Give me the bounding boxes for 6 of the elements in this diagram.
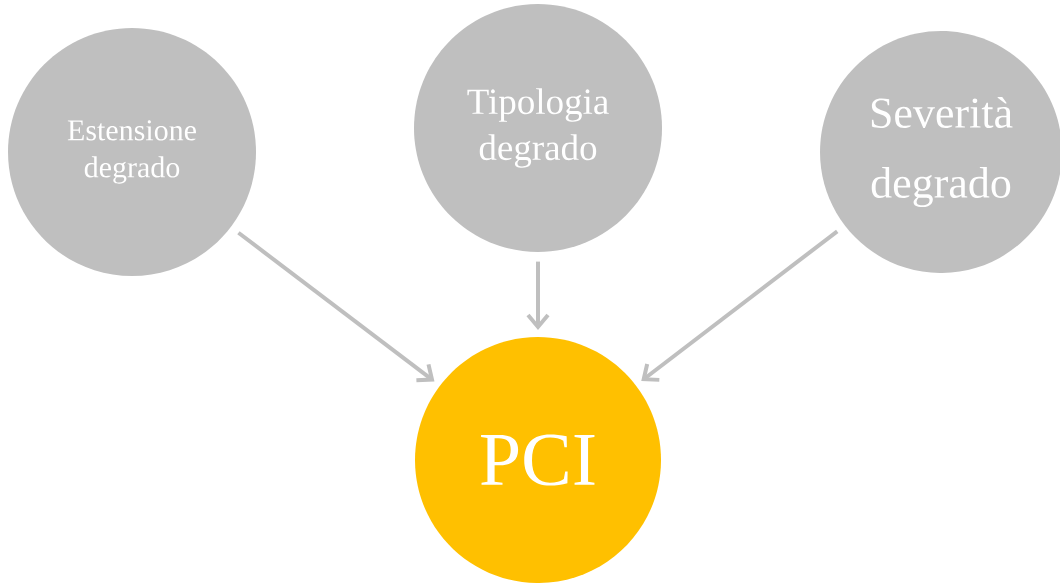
arrow: [641, 229, 839, 382]
arrow: [526, 261, 550, 331]
circle-node: Estensione degrado: [8, 28, 256, 276]
arrow: [237, 231, 435, 383]
circle-node: Tipologia degrado: [414, 4, 662, 252]
circle-node: PCI: [415, 337, 661, 583]
